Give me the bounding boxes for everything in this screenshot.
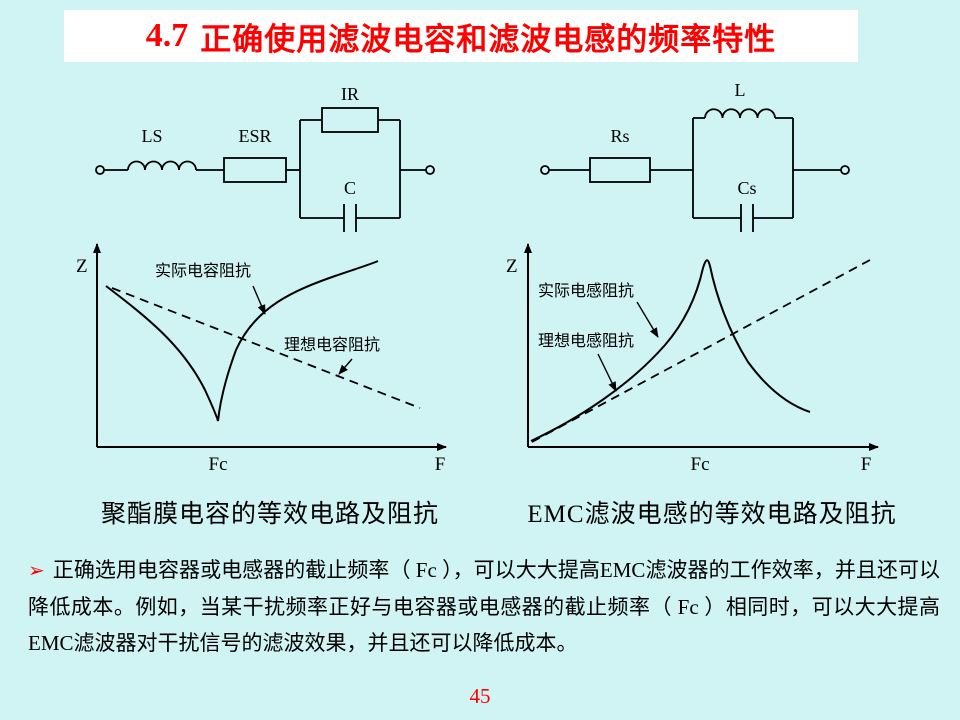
- y-axis-label: Z: [76, 256, 88, 277]
- ideal-capacitor-annotation: 理想电容阻抗: [284, 336, 380, 354]
- left-terminal-icon: [540, 165, 550, 175]
- capacitor-impedance-graph: Z Fc F 实际电容阻抗 理想电容阻抗: [76, 243, 447, 475]
- actual-inductor-impedance-curve: [530, 259, 811, 442]
- diagrams-canvas: LS ESR IR C Rs L Cs: [76, 80, 879, 475]
- ls-label: LS: [141, 126, 162, 146]
- annotation-arrow: [597, 353, 617, 392]
- rs-resistor-box: [589, 157, 651, 183]
- x-axis-label: F: [861, 454, 872, 475]
- capacitor-plates-icon: [740, 204, 754, 232]
- capacitor-circuit-labels: LS ESR IR C: [141, 84, 359, 198]
- c-label: C: [344, 178, 356, 198]
- right-terminal-icon: [425, 165, 435, 175]
- arrow-bullet-icon: ➢: [28, 560, 45, 582]
- actual-capacitor-annotation: 实际电容阻抗: [155, 262, 251, 280]
- title-section-number: 4.7: [145, 17, 189, 54]
- left-terminal-icon: [95, 165, 105, 175]
- fc-tick-label: Fc: [209, 454, 228, 475]
- inductor-coil-icon: [127, 160, 197, 171]
- actual-inductor-annotation: 实际电感阻抗: [538, 282, 634, 300]
- inductor-coil-icon: [704, 108, 776, 119]
- body-text: 正确选用电容器或电感器的截止频率（ Fc ），可以大大提高EMC滤波器的工作效率…: [28, 558, 940, 655]
- inductor-equivalent-circuit: [540, 108, 850, 232]
- y-axis-label: Z: [506, 256, 518, 277]
- ir-label: IR: [341, 84, 359, 104]
- cs-label: Cs: [737, 178, 756, 198]
- annotation-arrow: [252, 285, 266, 315]
- body-paragraph: ➢正确选用电容器或电感器的截止频率（ Fc ），可以大大提高EMC滤波器的工作效…: [28, 552, 940, 661]
- actual-capacitor-impedance-curve: [105, 260, 379, 422]
- l-label: L: [735, 80, 746, 100]
- capacitor-plates-icon: [343, 204, 357, 232]
- inductor-caption: EMC滤波电感的等效电路及阻抗: [527, 501, 897, 528]
- annotation-arrow: [636, 301, 659, 338]
- ideal-inductor-impedance-line: [531, 259, 871, 443]
- slide-title-bar: 4.7 正确使用滤波电容和滤波电感的频率特性: [64, 10, 858, 62]
- ideal-capacitor-impedance-line: [111, 287, 421, 409]
- ideal-inductor-annotation: 理想电感阻抗: [538, 332, 634, 350]
- capacitor-caption: 聚酯膜电容的等效电路及阻抗: [100, 501, 439, 528]
- rs-label: Rs: [610, 126, 629, 146]
- annotation-arrow: [338, 358, 353, 375]
- ir-resistor-box: [321, 107, 379, 133]
- page-title: 正确使用滤波电容和滤波电感的频率特性: [200, 21, 777, 57]
- esr-label: ESR: [238, 126, 271, 146]
- capacitor-equivalent-circuit: [95, 107, 435, 232]
- esr-resistor-box: [223, 157, 287, 183]
- fc-tick-label: Fc: [691, 454, 710, 475]
- inductor-circuit-labels: Rs L Cs: [610, 80, 756, 198]
- inductor-impedance-graph: Z Fc F 实际电感阻抗 理想电感阻抗: [506, 243, 879, 475]
- right-terminal-icon: [840, 165, 850, 175]
- x-axis-label: F: [435, 454, 446, 475]
- page-number: 45: [469, 684, 491, 708]
